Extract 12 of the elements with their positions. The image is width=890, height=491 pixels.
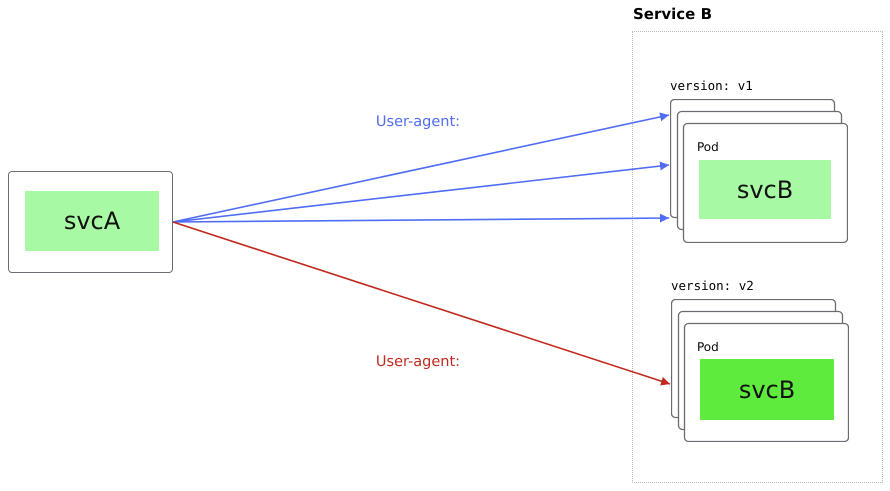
version-label: version: v2 xyxy=(671,278,754,293)
service-label: svcB xyxy=(699,160,831,219)
service-label: svcB xyxy=(700,359,834,420)
outer-card xyxy=(8,171,173,273)
arrow xyxy=(173,214,669,223)
pod-title: Pod xyxy=(697,340,719,354)
group-title: Service B xyxy=(633,5,712,23)
pod-title: Pod xyxy=(697,140,719,154)
version-label: version: v1 xyxy=(670,78,753,93)
arrow xyxy=(172,221,670,386)
service-label: svcA xyxy=(25,191,159,251)
arrow xyxy=(172,112,670,223)
